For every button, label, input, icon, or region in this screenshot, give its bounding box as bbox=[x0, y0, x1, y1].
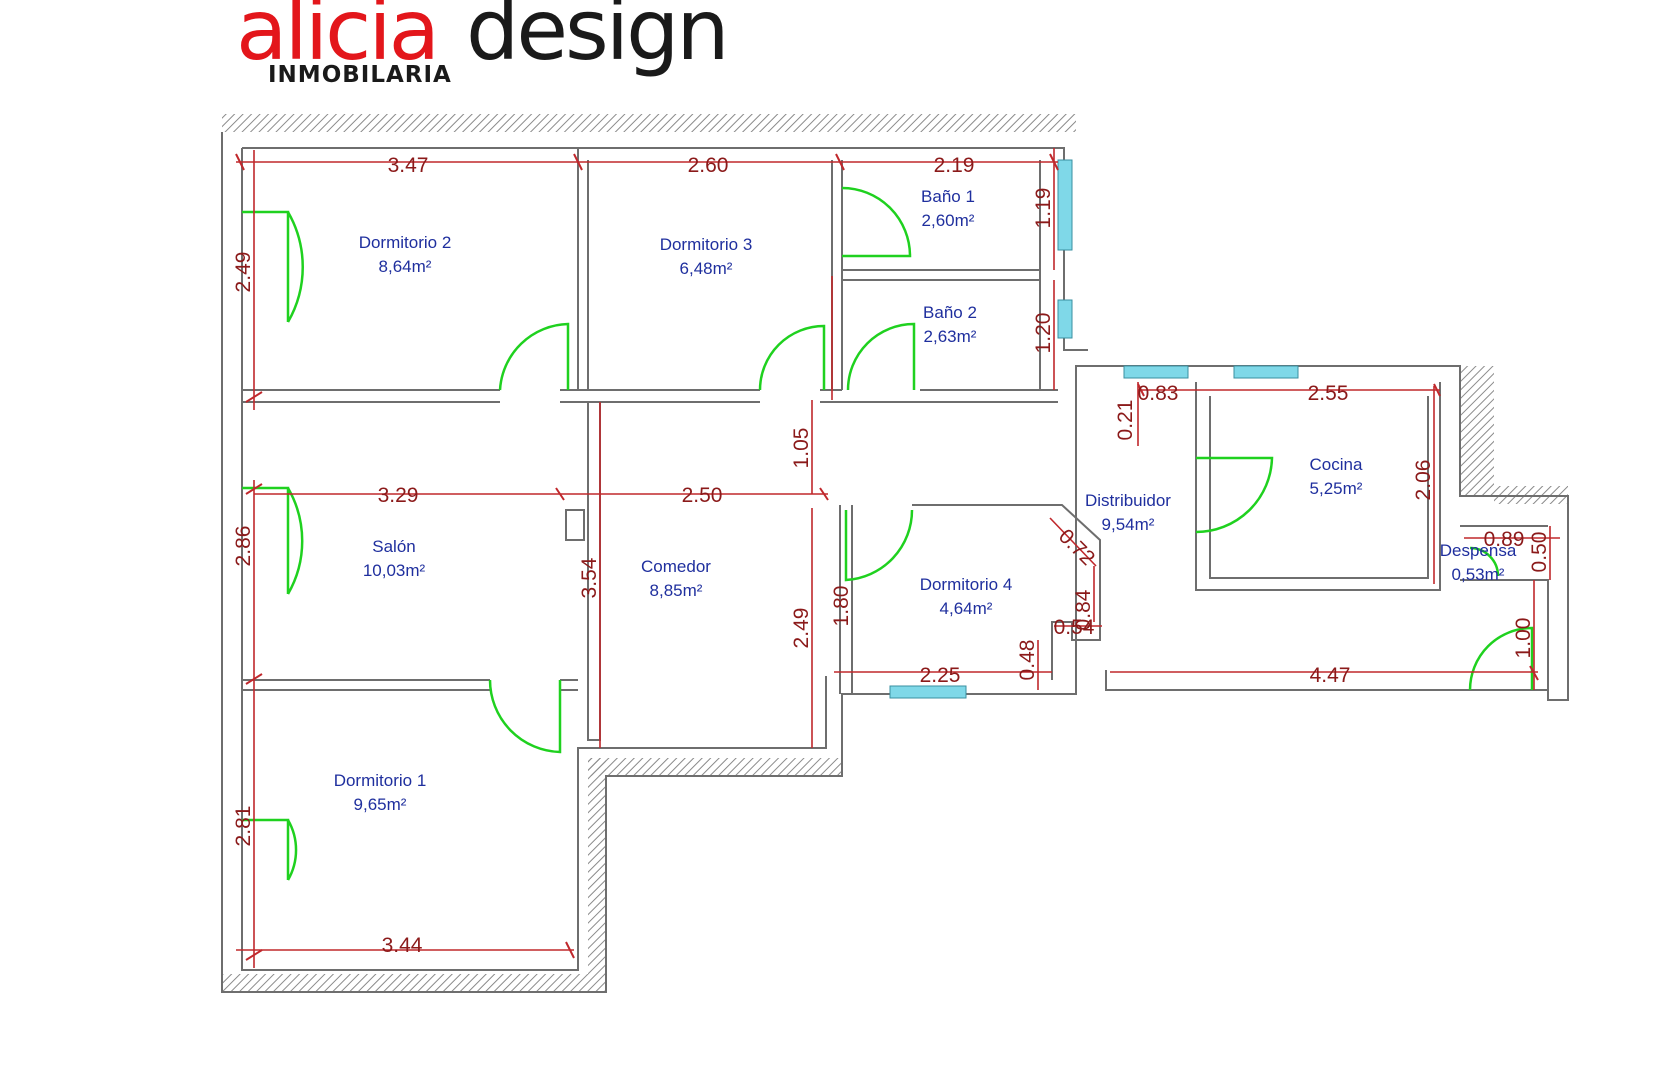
hatch-middle-step bbox=[588, 758, 842, 776]
brand-subtitle: INMOBILARIA bbox=[268, 62, 452, 88]
room-area-cocina: 5,25m² bbox=[1310, 479, 1363, 498]
door-bano-2 bbox=[846, 322, 916, 391]
doors bbox=[242, 186, 1534, 881]
dimension-ticks bbox=[235, 153, 1539, 961]
dim-label: 3.47 bbox=[388, 154, 429, 177]
room-area-comedor: 8,85m² bbox=[650, 581, 703, 600]
room-name-despensa: Despensa bbox=[1440, 541, 1517, 560]
room-name-bano-2: Baño 2 bbox=[923, 303, 977, 322]
windows bbox=[889, 159, 1299, 699]
dimension-labels: 3.47 2.60 2.19 1.19 2.49 1.20 0.21 0.83 … bbox=[232, 154, 1551, 957]
dim-label: 2.50 bbox=[682, 484, 723, 507]
door-cocina bbox=[1195, 456, 1274, 534]
room-name-distribuidor: Distribuidor bbox=[1085, 491, 1171, 510]
hatch-bottom-step bbox=[588, 758, 606, 974]
door-dormitorio-2 bbox=[498, 322, 570, 391]
room-area-dormitorio-4: 4,64m² bbox=[940, 599, 993, 618]
window-dormitorio-4 bbox=[889, 685, 967, 699]
room-labels: Dormitorio 2 8,64m² Dormitorio 3 6,48m² … bbox=[334, 187, 1517, 814]
door-dormitorio-3 bbox=[758, 324, 826, 391]
dim-label: 0.21 bbox=[1114, 400, 1137, 441]
dim-label: 2.06 bbox=[1412, 460, 1435, 501]
dim-label: 3.54 bbox=[578, 557, 601, 598]
dim-label: 0.50 bbox=[1528, 532, 1551, 573]
dim-label: 2.49 bbox=[232, 252, 255, 293]
brand-name-red: alicia bbox=[236, 0, 440, 79]
window-distribuidor bbox=[1123, 365, 1189, 379]
exterior-hatch bbox=[222, 114, 1568, 992]
room-name-dormitorio-4: Dormitorio 4 bbox=[920, 575, 1013, 594]
room-name-bano-1: Baño 1 bbox=[921, 187, 975, 206]
column bbox=[565, 509, 585, 541]
dim-label: 2.49 bbox=[790, 608, 813, 649]
room-area-bano-1: 2,60m² bbox=[922, 211, 975, 230]
room-area-dormitorio-3: 6,48m² bbox=[680, 259, 733, 278]
room-name-salon: Salón bbox=[372, 537, 415, 556]
dim-label: 2.19 bbox=[934, 154, 975, 177]
door-dormitorio-2-window bbox=[242, 210, 304, 323]
dim-label: 1.05 bbox=[790, 428, 813, 469]
dim-label: 4.47 bbox=[1310, 664, 1351, 687]
dim-label: 0.84 bbox=[1072, 589, 1095, 630]
door-bano-1 bbox=[841, 186, 912, 258]
dim-label: 1.19 bbox=[1032, 188, 1055, 229]
dim-label: 2.81 bbox=[232, 806, 255, 847]
room-name-dormitorio-1: Dormitorio 1 bbox=[334, 771, 427, 790]
dim-label: 2.86 bbox=[232, 526, 255, 567]
room-area-despensa: 0,53m² bbox=[1452, 565, 1505, 584]
dim-label: 1.00 bbox=[1512, 618, 1535, 659]
hatch-top bbox=[222, 114, 1076, 132]
door-entrada bbox=[1468, 626, 1534, 691]
room-name-dormitorio-2: Dormitorio 2 bbox=[359, 233, 452, 252]
dim-label: 1.80 bbox=[830, 586, 853, 627]
room-area-bano-2: 2,63m² bbox=[924, 327, 977, 346]
door-dormitorio-1 bbox=[488, 679, 562, 754]
dim-label: 0.54 bbox=[1054, 616, 1095, 639]
dimension-lines bbox=[236, 148, 1560, 968]
brand-name-black: design bbox=[466, 0, 730, 79]
window-bano-2 bbox=[1057, 299, 1073, 339]
door-dormitorio-4 bbox=[844, 509, 914, 582]
room-area-dormitorio-2: 8,64m² bbox=[379, 257, 432, 276]
dim-label: 0.89 bbox=[1484, 528, 1525, 551]
dim-label: 2.60 bbox=[688, 154, 729, 177]
room-name-cocina: Cocina bbox=[1310, 455, 1363, 474]
door-dormitorio-1-window bbox=[242, 818, 298, 881]
window-bano-1 bbox=[1057, 159, 1073, 251]
brand-logo: alicia design INMOBILARIA bbox=[236, 0, 756, 88]
dim-label: 0.48 bbox=[1016, 640, 1039, 681]
dim-label: 2.25 bbox=[920, 664, 961, 687]
dim-label: 3.29 bbox=[378, 484, 419, 507]
room-area-salon: 10,03m² bbox=[363, 561, 426, 580]
room-name-dormitorio-3: Dormitorio 3 bbox=[660, 235, 753, 254]
room-name-comedor: Comedor bbox=[641, 557, 711, 576]
dim-label: 0.83 bbox=[1138, 382, 1179, 405]
window-cocina bbox=[1233, 365, 1299, 379]
room-area-dormitorio-1: 9,65m² bbox=[354, 795, 407, 814]
hatch-right-upper bbox=[1460, 366, 1494, 496]
hatch-bottom bbox=[222, 974, 606, 992]
dim-label: 1.20 bbox=[1032, 313, 1055, 354]
room-area-distribuidor: 9,54m² bbox=[1102, 515, 1155, 534]
dim-label: 3.44 bbox=[382, 934, 423, 957]
door-despensa bbox=[1469, 546, 1500, 577]
dim-label: 2.55 bbox=[1308, 382, 1349, 405]
